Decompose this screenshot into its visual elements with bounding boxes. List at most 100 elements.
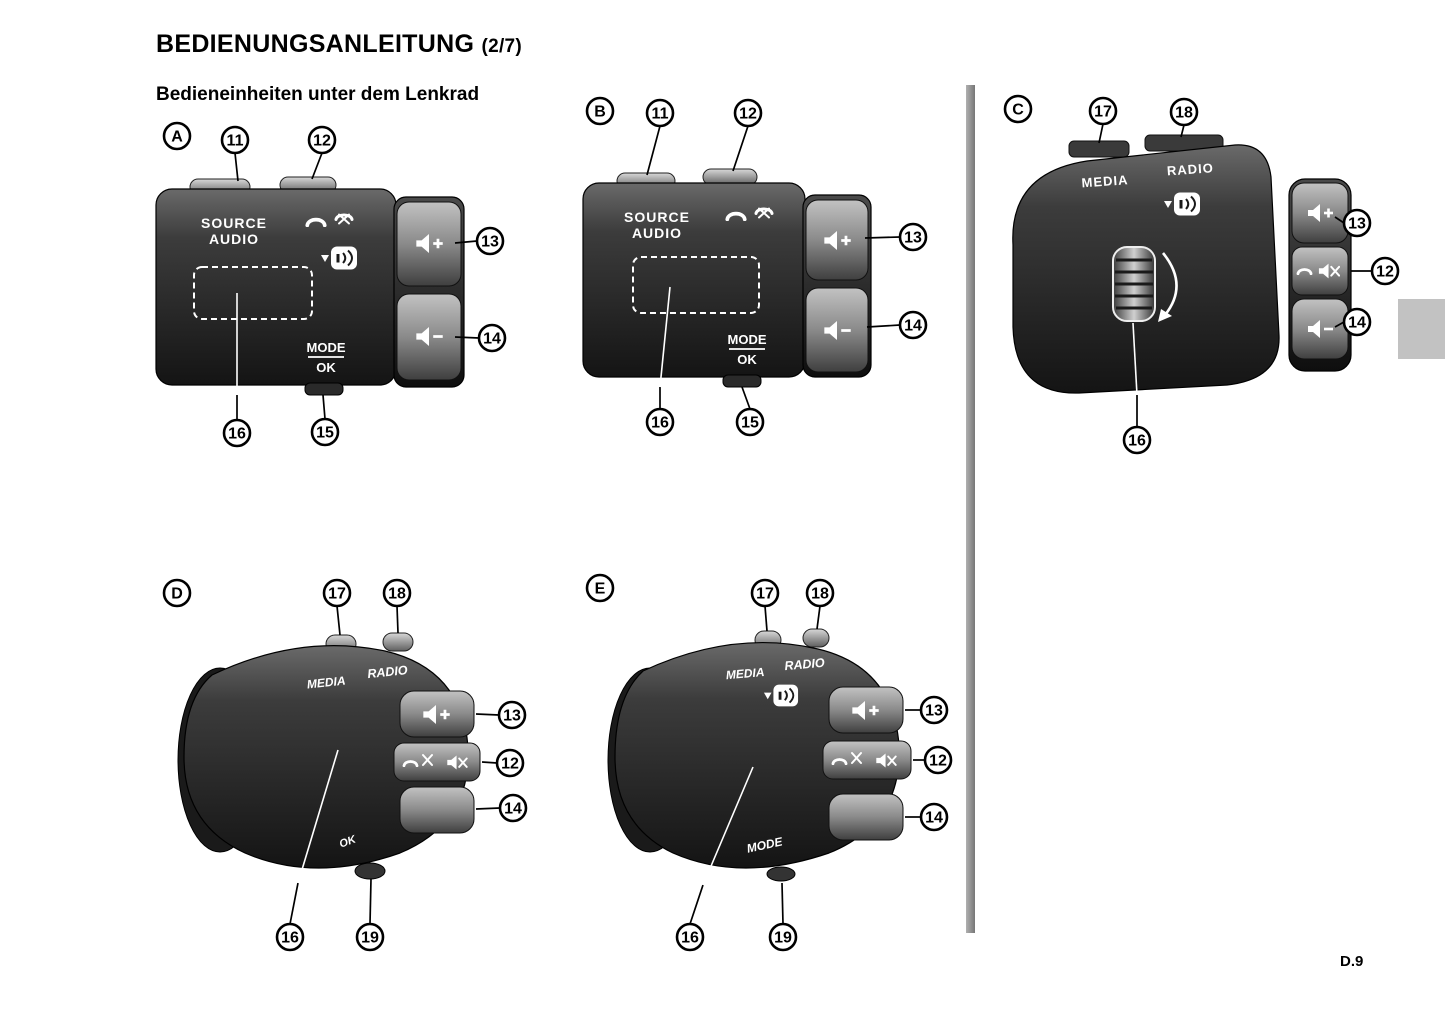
svg-text:B: B	[594, 104, 606, 121]
svg-text:16: 16	[281, 930, 299, 947]
callout-16: 16	[222, 418, 252, 448]
stalk-b: SOURCE AUDIO MODE OK	[582, 168, 872, 388]
svg-text:13: 13	[481, 234, 499, 251]
mode-label: MODE	[307, 340, 346, 355]
callout-17: 17	[1088, 96, 1118, 126]
page-title: BEDIENUNGSANLEITUNG (2/7)	[156, 30, 522, 59]
svg-text:17: 17	[1094, 104, 1112, 121]
callout-14: 14	[477, 323, 507, 353]
source-label: SOURCE	[624, 209, 690, 225]
ok-label: OK	[737, 352, 757, 367]
svg-text:19: 19	[774, 930, 792, 947]
diagram-c-label: C	[1003, 94, 1033, 124]
pod-body	[614, 642, 900, 869]
bottom-mode-tab	[304, 382, 344, 396]
diagram-b: SOURCE AUDIO MODE OK B 11 12 13 14 15 16	[582, 96, 928, 437]
diagram-d: MEDIA RADIO OK D 17 18 13 12 14 16 19	[162, 578, 528, 952]
svg-text:A: A	[171, 129, 183, 146]
page-title-suffix: (2/7)	[481, 36, 523, 57]
top-button-radio	[802, 628, 830, 648]
top-button-media	[1068, 140, 1130, 158]
callout-14: 14	[898, 310, 928, 340]
svg-text:13: 13	[904, 230, 922, 247]
svg-text:C: C	[1012, 102, 1024, 119]
callout-13: 13	[898, 222, 928, 252]
callout-18: 18	[1169, 97, 1199, 127]
svg-text:19: 19	[361, 930, 379, 947]
stalk-body	[155, 188, 397, 386]
svg-text:13: 13	[925, 703, 943, 720]
svg-text:12: 12	[313, 133, 331, 150]
media-label: MEDIA	[725, 665, 765, 682]
callout-13: 13	[497, 700, 527, 730]
callout-18: 18	[382, 578, 412, 608]
callout-13: 13	[919, 695, 949, 725]
diagram-a-label: A	[162, 121, 192, 151]
callout-12: 12	[307, 125, 337, 155]
ok-label: OK	[338, 833, 359, 850]
phone-mute-button	[393, 742, 481, 782]
page-edge-tab-marker	[1398, 299, 1445, 359]
svg-text:11: 11	[652, 106, 669, 123]
svg-text:17: 17	[756, 586, 774, 603]
svg-text:18: 18	[1175, 105, 1193, 122]
audio-label: AUDIO	[632, 225, 682, 241]
svg-text:14: 14	[1348, 315, 1366, 332]
volume-down-button	[828, 793, 904, 841]
column-divider	[966, 85, 975, 933]
callout-16: 16	[275, 922, 305, 952]
svg-text:E: E	[595, 581, 606, 598]
page-number: D.9	[1340, 953, 1364, 970]
svg-text:14: 14	[504, 801, 522, 818]
callout-17: 17	[322, 578, 352, 608]
callout-14: 14	[919, 802, 949, 832]
svg-text:16: 16	[651, 415, 669, 432]
callout-13: 13	[1342, 208, 1372, 238]
callout-14: 14	[1342, 307, 1372, 337]
svg-text:12: 12	[929, 753, 947, 770]
ok-label: OK	[316, 360, 336, 375]
source-label: SOURCE	[201, 215, 267, 231]
rotate-arrow-icon	[1158, 252, 1178, 322]
callout-19: 19	[355, 922, 385, 952]
callout-18: 18	[805, 578, 835, 608]
radio-label: RADIO	[1166, 160, 1214, 178]
svg-text:14: 14	[483, 331, 501, 348]
svg-text:13: 13	[1348, 216, 1366, 233]
callout-14: 14	[498, 793, 528, 823]
bottom-mode-tab	[722, 374, 762, 388]
diagram-c: MEDIA RADIO C	[1003, 94, 1400, 455]
svg-text:18: 18	[388, 586, 406, 603]
stalk-a: SOURCE AUDIO MODE OK	[155, 176, 465, 396]
callout-12: 12	[733, 98, 763, 128]
radio-label: RADIO	[784, 656, 826, 673]
svg-text:12: 12	[739, 106, 757, 123]
phone-hangup-cross-icon	[422, 754, 433, 766]
callout-15: 15	[310, 417, 340, 447]
diagram-a: SOURCE AUDIO MODE OK A 11 12 13 14 15 16	[155, 121, 507, 448]
callout-12: 12	[1370, 256, 1400, 286]
svg-text:12: 12	[501, 756, 519, 773]
svg-text:D: D	[171, 586, 183, 603]
svg-text:16: 16	[228, 426, 246, 443]
display-dashed-outline	[193, 266, 313, 320]
media-label: MEDIA	[1081, 172, 1129, 190]
display-dashed-outline	[632, 256, 760, 314]
pod-d: MEDIA RADIO OK	[177, 632, 481, 880]
svg-text:14: 14	[925, 810, 943, 827]
svg-text:14: 14	[904, 318, 922, 335]
volume-down-button	[399, 786, 475, 834]
audio-label: AUDIO	[209, 231, 259, 247]
diagram-e-label: E	[585, 573, 615, 603]
svg-text:11: 11	[227, 133, 244, 150]
phone-mute-button	[822, 740, 912, 780]
mode-label: MODE	[728, 332, 767, 347]
svg-text:15: 15	[316, 425, 334, 442]
media-label: MEDIA	[306, 674, 346, 692]
diagram-b-label: B	[585, 96, 615, 126]
volume-up-button	[399, 690, 475, 738]
pod-e: MEDIA RADIO MODE	[607, 628, 912, 882]
bottom-mode-tab	[766, 866, 796, 882]
callout-15: 15	[735, 407, 765, 437]
